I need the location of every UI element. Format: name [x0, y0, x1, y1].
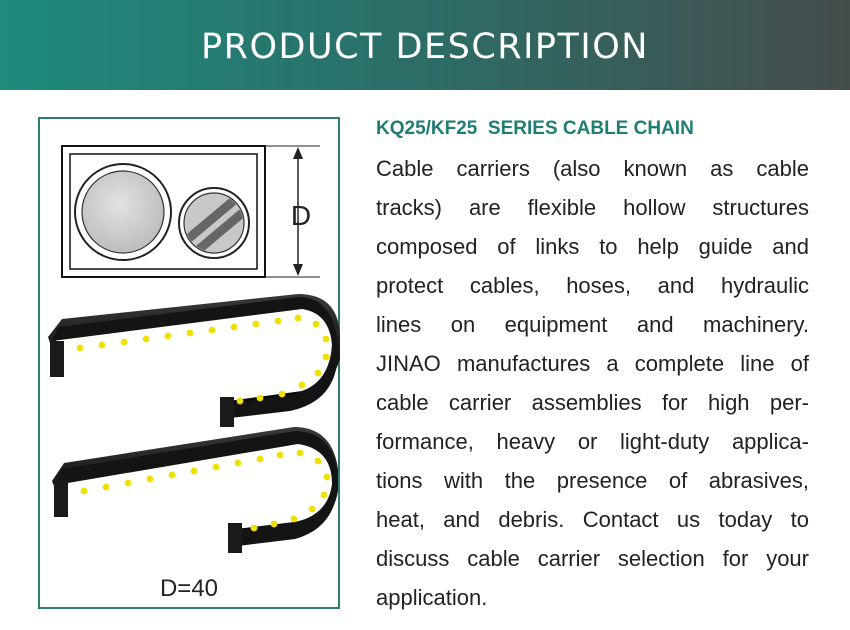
product-figure-panel: D — [38, 117, 340, 609]
series-title: KQ25/KF25 SERIES CABLE CHAIN — [376, 118, 694, 139]
header-banner: PRODUCT DESCRIPTION — [0, 0, 850, 90]
page-title: PRODUCT DESCRIPTION — [201, 27, 649, 67]
description-line: cable carrier assemblies for high per- — [376, 390, 809, 415]
cable-chain-upper — [48, 294, 340, 427]
description-line: formance, heavy or light-duty applica- — [376, 429, 809, 454]
dimension-marker — [265, 145, 320, 278]
description-body: Cable carriers (also known as cable trac… — [376, 149, 809, 617]
description-line: JINAO manufactures a complete line of — [376, 351, 809, 376]
description-line: discuss cable carrier selection for your — [376, 546, 809, 571]
description-line: lines on equipment and machinery. — [376, 312, 809, 337]
cable-chain-illustration: D — [48, 145, 340, 553]
description-line: tions with the presence of abrasives, — [376, 468, 809, 493]
dimension-caption: D=40 — [159, 575, 219, 602]
description-line: application. — [376, 585, 488, 610]
cable-chain-lower — [52, 427, 338, 553]
dimension-label: D — [291, 200, 311, 231]
description-line: heat, and debris. Contact us today to — [376, 507, 809, 532]
description-line: protect cables, hoses, and hydraulic — [376, 273, 809, 298]
large-cable-icon — [74, 163, 172, 261]
chain-lower-rivets — [80, 449, 331, 532]
description-line: Cable carriers (also known as cable — [376, 156, 809, 181]
description-line: composed of links to help guide and — [376, 234, 809, 259]
cross-section-diagram: D — [61, 145, 320, 278]
description-column: KQ25/KF25 SERIES CABLE CHAIN Cable carri… — [376, 117, 809, 617]
chain-upper-rivets — [76, 314, 330, 405]
description-line: tracks) are flexible hollow structures — [376, 195, 809, 220]
small-cable-icon — [178, 187, 250, 259]
